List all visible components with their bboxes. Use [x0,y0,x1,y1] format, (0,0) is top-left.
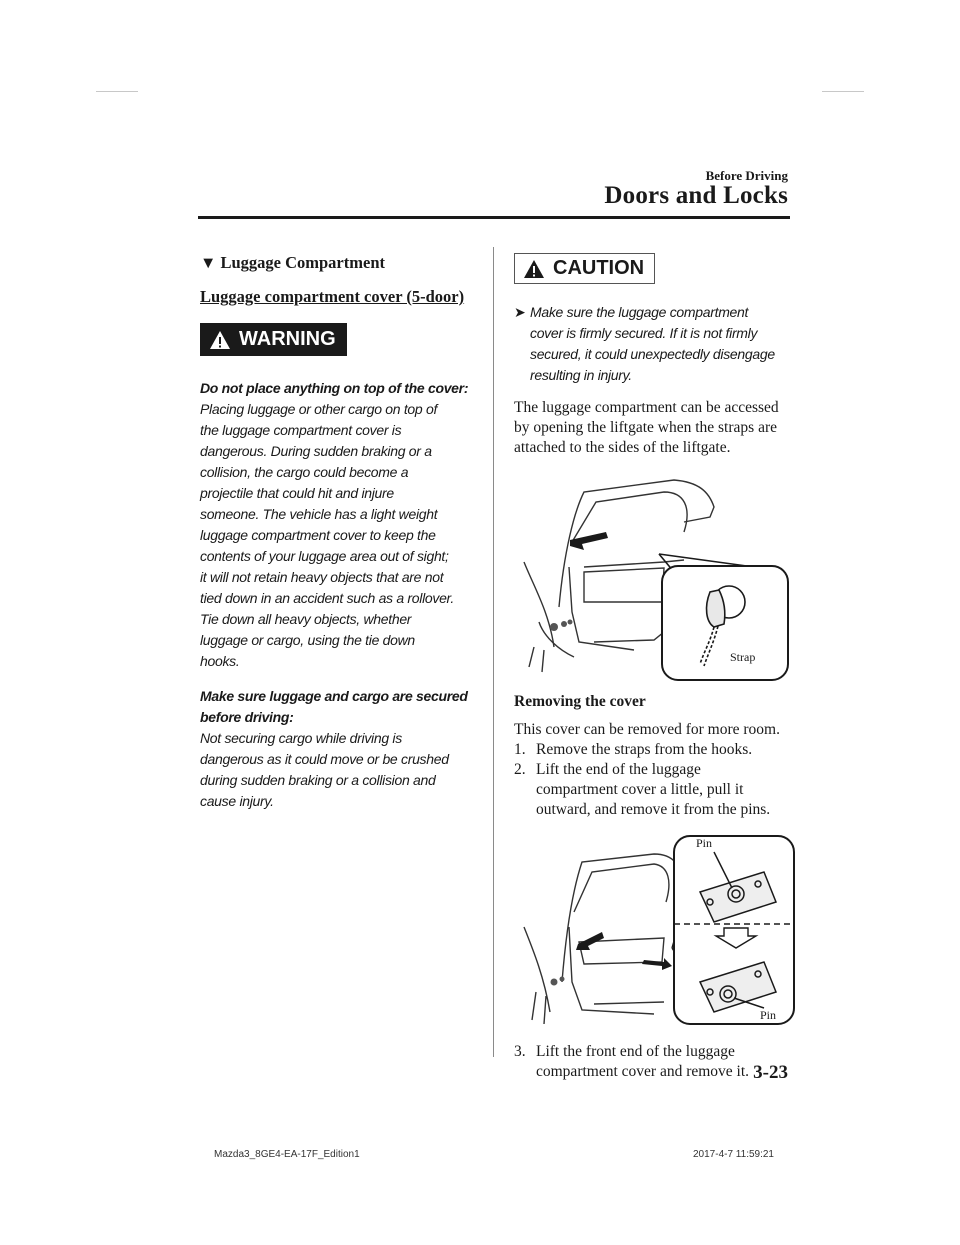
warning2-title-line: Make sure luggage and cargo are secured [200,688,468,704]
cover-removal-illustration-icon [523,835,795,1025]
header-chapter: Doors and Locks [604,182,788,209]
warning1-line: Placing luggage or other cargo on top of [200,401,438,417]
step-3-line: compartment cover and remove it. [536,1063,750,1080]
column-divider [493,247,494,1057]
warning2-title-line: before driving: [200,709,294,725]
warning-label: WARNING [239,328,336,350]
caution-icon [524,259,544,278]
removing-title: Removing the cover [514,693,646,710]
warning1-line: someone. The vehicle has a light weight [200,506,438,522]
crop-mark-right [822,91,864,92]
warning-label-box: WARNING [200,323,347,356]
intro-line: The luggage compartment can be accessed [514,399,779,416]
warning1-line: hooks. [200,653,240,669]
caution-body: ➤ Make sure the luggage compartment cove… [514,302,790,386]
warning1-line: tied down in an accident such as a rollo… [200,590,454,606]
intro-line: attached to the sides of the liftgate. [514,439,731,456]
cover-removal-illustration: Pin Pin [514,832,796,1028]
pin-label-top: Pin [696,836,713,850]
strap-label: Strap [730,650,756,664]
warning1-line: luggage or cargo, using the tie down [200,632,415,648]
caution-line: secured, it could unexpectedly disengage [530,346,775,362]
warning1-line: dangerous. During sudden braking or a [200,443,432,459]
caution-line: resulting in injury. [530,367,632,383]
left-column: ▼ Luggage Compartment Luggage compartmen… [200,253,470,812]
page-number: 3-23 [753,1062,788,1083]
warning1-line: collision, the cargo could become a [200,464,409,480]
step-2-line: outward, and remove it from the pins. [536,801,771,818]
warning1-body: Placing luggage or other cargo on top of… [200,399,470,672]
warning2-line: Not securing cargo while driving is [200,730,402,746]
footer-timestamp: 2017-4-7 11:59:21 [693,1149,774,1160]
caution-label-box: CAUTION [514,253,656,284]
warning2-title: Make sure luggage and cargo are secured … [200,686,470,728]
sub-title: Luggage compartment cover (5-door) [200,287,465,306]
bullet-arrow-icon: ➤ [514,304,526,320]
warning1-line: contents of your luggage area out of sig… [200,548,449,564]
warning-icon [210,330,230,349]
crop-mark-left [96,91,138,92]
section-title: Luggage Compartment [220,253,385,272]
warning1-line: luggage compartment cover to keep the [200,527,436,543]
liftgate-illustration-icon [523,479,789,681]
warning1-line: it will not retain heavy objects that ar… [200,569,444,585]
pin-label-bottom: Pin [760,1008,777,1022]
warning1-title: Do not place anything on top of the cove… [200,380,469,396]
section-heading: ▼ Luggage Compartment [200,253,470,273]
intro-line: by opening the liftgate when the straps … [514,419,777,436]
header-section: Before Driving [705,168,788,183]
warning2-body: Not securing cargo while driving is dang… [200,728,470,812]
warning2-line: during sudden braking or a collision and [200,772,436,788]
step-1: 1. Remove the straps from the hooks. [514,740,790,760]
triangle-down-icon: ▼ [200,253,217,272]
caution-label: CAUTION [553,257,645,279]
step-3-number: 3. [514,1043,526,1060]
step-2-line: Lift the end of the luggage [536,761,701,778]
warning1-line: projectile that could hit and injure [200,485,394,501]
footer-edition: Mazda3_8GE4-EA-17F_Edition1 [214,1149,360,1160]
step-2-line: compartment cover a little, pull it [536,781,744,798]
header-rule [198,216,790,219]
step-3: 3. Lift the front end of the luggage com… [514,1042,790,1082]
step-1-text: Remove the straps from the hooks. [536,741,753,758]
warning1-line: the luggage compartment cover is [200,422,402,438]
warning2-line: cause injury. [200,793,274,809]
caution-line: cover is firmly secured. If it is not fi… [530,325,758,341]
step-3-line: Lift the front end of the luggage [536,1043,735,1060]
step-2: 2. Lift the end of the luggage compartme… [514,760,790,820]
right-column: CAUTION ➤ Make sure the luggage compartm… [514,253,795,1082]
step-2-number: 2. [514,761,526,778]
caution-line: Make sure the luggage compartment [530,304,749,320]
removing-intro: This cover can be removed for more room. [514,721,780,738]
warning1-line: Tie down all heavy objects, whether [200,611,412,627]
step-1-number: 1. [514,741,526,758]
intro-paragraph: The luggage compartment can be accessed … [514,398,790,458]
warning2-line: dangerous as it could move or be crushed [200,751,449,767]
liftgate-strap-illustration: Strap [514,472,790,682]
